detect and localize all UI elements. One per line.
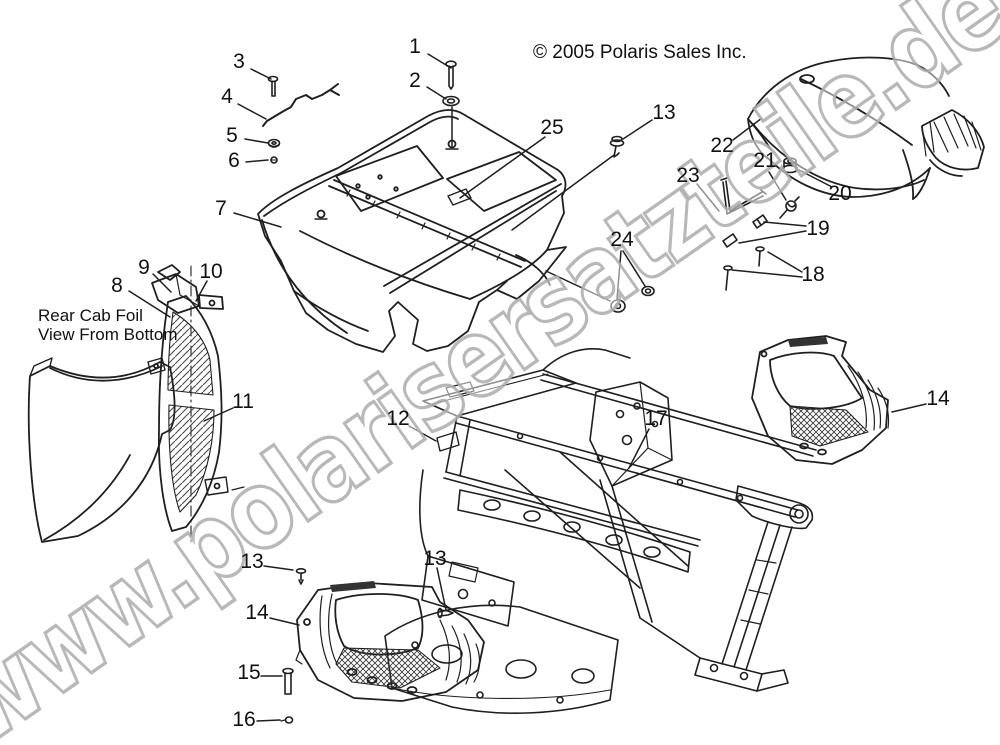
callout-25: 25 [540,116,564,139]
callout-6: 6 [228,149,240,172]
callout-14: 14 [926,387,950,410]
leader-line [768,171,787,201]
footwell-left-drawing [295,581,485,702]
callout-5: 5 [226,124,238,147]
seat-drawing [747,56,985,200]
pushpin-13-mid-icon [295,567,307,585]
callout-9: 9 [138,256,150,279]
leader-line [233,212,282,228]
leader-line [628,428,650,469]
clip-21-icon [779,196,800,219]
leader-line [616,250,622,300]
washer-2-icon [442,95,460,107]
screw-16-icon [280,716,294,724]
nut-20-icon [781,157,799,174]
copyright-text: © 2005 Polaris Sales Inc. [533,42,747,63]
leader-line [128,290,171,318]
callout-10: 10 [199,260,223,283]
leader-line [408,425,437,442]
callout-7: 7 [215,197,227,220]
screw-6-icon [270,156,278,164]
callout-11: 11 [232,390,254,413]
rear-cab-drawing [257,109,567,353]
callout-13: 13 [240,550,264,573]
leader-line [763,221,807,227]
callout-23: 23 [676,164,700,187]
callout-12: 12 [386,407,410,430]
bolts-18-icon [723,246,765,291]
bolt-3-icon [267,75,279,97]
fasteners-drawing [262,60,800,724]
support-rod-4-icon [262,83,340,127]
leader-line [245,159,269,163]
leader-lines [128,53,927,722]
leader-line [731,269,803,278]
callout-20: 20 [828,182,852,205]
leader-line [459,136,546,199]
leader-line [256,719,281,722]
leader-line [767,251,803,273]
bolt-1-icon [445,60,457,90]
callout-13: 13 [652,101,676,124]
callout-4: 4 [221,85,233,108]
leader-line [250,68,272,80]
leader-line [426,86,447,100]
callout-22: 22 [710,134,734,157]
leader-line [511,154,615,231]
view-note: Rear Cab Foil View From Bottom [38,306,178,344]
callout-14: 14 [245,601,269,624]
leader-line [622,119,653,140]
leader-line [696,183,720,212]
leader-line [263,565,294,571]
grommets-24-icon [610,285,655,313]
leader-line [195,280,208,302]
bolt-15-icon [282,667,294,695]
leader-line [269,617,300,626]
view-note-line1: Rear Cab Foil [38,306,143,325]
leader-line [732,117,763,141]
callout-13: 13 [423,547,447,570]
rear-cab-foil-drawing [27,264,245,543]
footwell-right-drawing [751,335,890,465]
leader-line [891,403,927,413]
callout-19: 19 [806,217,830,240]
leader-line [427,53,452,69]
callout-15: 15 [237,661,261,684]
leader-line [237,103,267,120]
callout-24: 24 [610,228,634,251]
leader-line [436,567,447,611]
callout-3: 3 [233,50,245,73]
callout-21: 21 [753,149,777,172]
leader-line [152,273,172,293]
tabs-19-icon [722,214,768,248]
callout-1: 1 [409,35,421,58]
leader-line [738,230,807,244]
pushpin-13-right-icon [437,607,454,619]
bolt-13-top-icon [609,135,625,158]
callout-8: 8 [111,274,123,297]
frame-drawing [384,348,817,714]
callout-16: 16 [232,708,256,731]
callout-2: 2 [409,69,421,92]
nut-5-icon [267,138,281,148]
callout-18: 18 [801,263,825,286]
leader-line [622,250,646,287]
view-note-line2: View From Bottom [38,325,178,344]
leader-line [244,138,269,144]
callout-17: 17 [644,407,668,430]
leader-line [545,270,611,302]
bracket-23-icon [720,177,767,215]
leader-line [798,169,833,188]
leader-line [203,407,234,422]
